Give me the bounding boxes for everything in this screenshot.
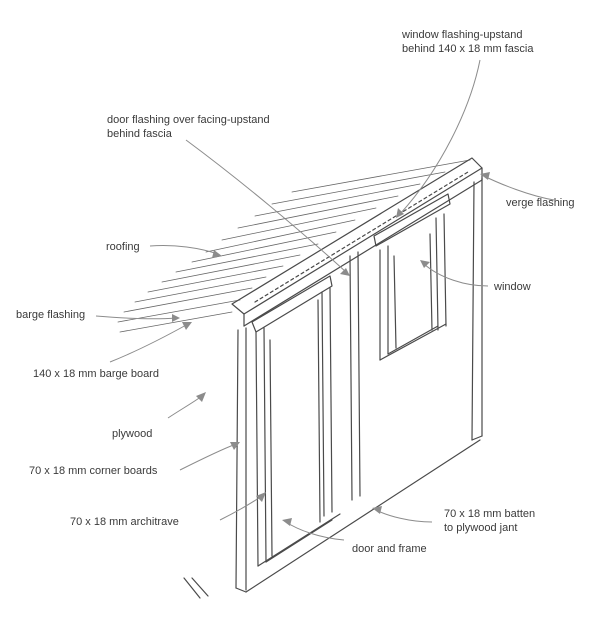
architrave-label: 70 x 18 mm architrave bbox=[70, 516, 179, 528]
door-flashing-label-line1: door flashing over facing-upstand bbox=[107, 114, 270, 126]
barge-flashing-label: barge flashing bbox=[16, 309, 86, 321]
window-flashing-label-line2: behind 140 x 18 mm fascia bbox=[402, 43, 534, 55]
corner-boards-label: 70 x 18 mm corner boards bbox=[29, 465, 158, 477]
door-frame bbox=[251, 275, 341, 567]
batten-label-line2: to plywood jant bbox=[444, 522, 518, 534]
leader-lines bbox=[95, 59, 555, 541]
verge-flashing-label: verge flashing bbox=[506, 197, 575, 209]
roofing-strokes bbox=[117, 159, 471, 333]
wall-outline bbox=[235, 177, 483, 593]
batten-label-line1: 70 x 18 mm batten bbox=[444, 508, 536, 520]
door-and-frame-label: door and frame bbox=[352, 543, 427, 555]
door-flashing-label-line2: behind fascia bbox=[107, 128, 172, 140]
window-flashing-label-line1: window flashing-upstand bbox=[402, 29, 523, 41]
base-detail bbox=[183, 577, 209, 599]
plywood-label: plywood bbox=[112, 428, 153, 440]
window-label: window bbox=[494, 281, 531, 293]
batten bbox=[349, 251, 361, 501]
barge-board-label: 140 x 18 mm barge board bbox=[33, 368, 159, 380]
window-frame bbox=[373, 193, 451, 361]
roofing-label: roofing bbox=[106, 241, 140, 253]
